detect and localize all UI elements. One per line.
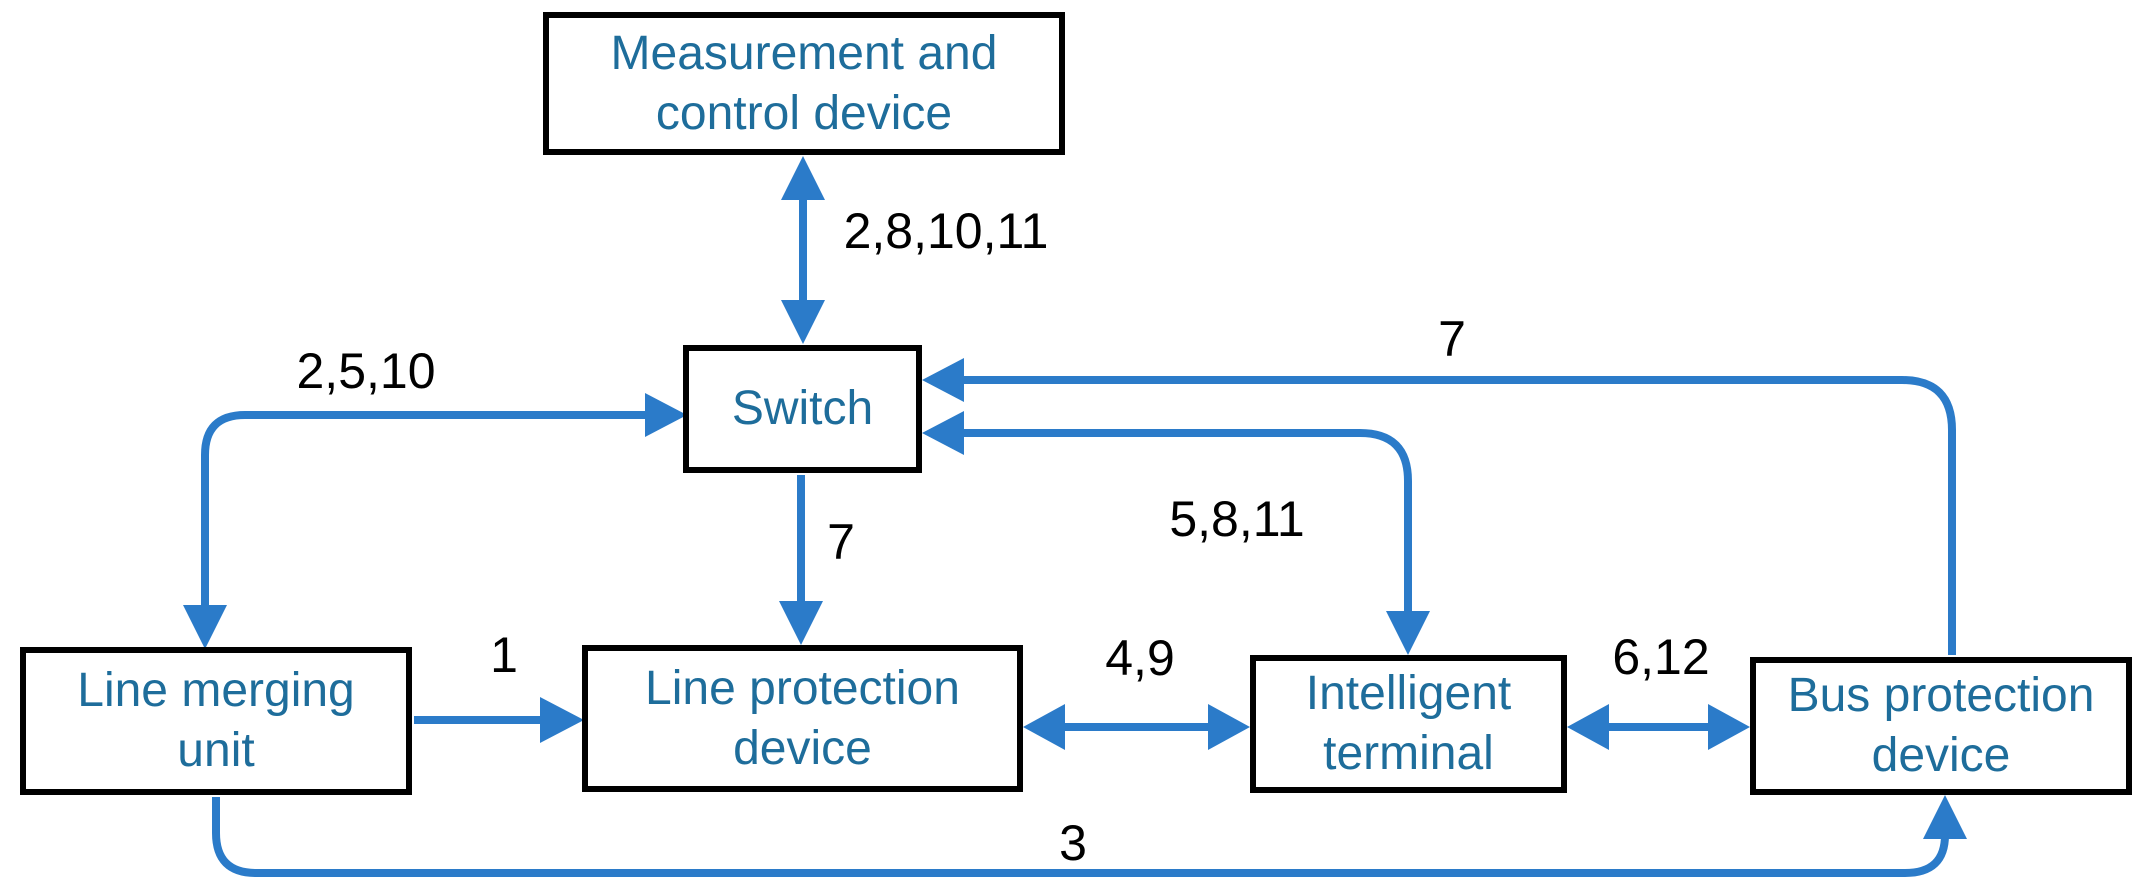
- arrowhead-right-line-protection-left: [540, 697, 584, 743]
- edge-bus-switch: [963, 376, 1956, 655]
- arrowhead-right-bus-left: [1708, 704, 1750, 750]
- node-line-merging-unit: Line merging unit: [20, 647, 412, 795]
- node-bus-protection-device: Bus protection device: [1750, 657, 2132, 795]
- edge-switch-intelligent: [963, 429, 1412, 613]
- arrowhead-right-intelligent-left: [1208, 704, 1250, 750]
- edge-label-measurement-switch: 2,8,10,11: [843, 203, 1049, 259]
- arrowhead-down-line-protection-top: [779, 601, 823, 645]
- arrowhead-up-measurement: [781, 156, 825, 200]
- arrowhead-right-switch-left: [645, 393, 687, 437]
- edge-label-merging-line-protection: 1: [490, 627, 518, 683]
- arrowhead-left-switch-right-upper: [922, 358, 964, 402]
- arrowhead-up-bus-bottom: [1923, 795, 1967, 839]
- arrowhead-left-switch-right-lower: [922, 411, 964, 455]
- arrowhead-down-intelligent-top: [1386, 611, 1430, 655]
- arrowhead-left-line-protection-right: [1023, 704, 1065, 750]
- edge-label-merging-bus: 3: [1059, 815, 1087, 871]
- arrowhead-down-switch-top: [781, 300, 825, 344]
- edge-label-switch-intelligent: 5,8,11: [1169, 491, 1305, 547]
- edge-merging-switch: [201, 411, 647, 607]
- node-line-protection-device: Line protection device: [582, 645, 1023, 792]
- node-intelligent-terminal: Intelligent terminal: [1250, 655, 1567, 793]
- edge-label-merging-switch: 2,5,10: [296, 343, 436, 399]
- edge-label-line-protection-intelligent: 4,9: [1105, 630, 1175, 686]
- node-switch: Switch: [683, 345, 922, 473]
- edge-label-switch-line-protection: 7: [827, 514, 855, 570]
- arrowhead-left-intelligent-right: [1567, 704, 1609, 750]
- edge-label-intelligent-bus: 6,12: [1612, 629, 1710, 685]
- edge-label-bus-switch: 7: [1438, 311, 1466, 367]
- edge-merging-bus: [212, 797, 1949, 877]
- arrowhead-down-merging-top: [183, 605, 227, 649]
- node-measurement-control-device: Measurement and control device: [543, 12, 1065, 155]
